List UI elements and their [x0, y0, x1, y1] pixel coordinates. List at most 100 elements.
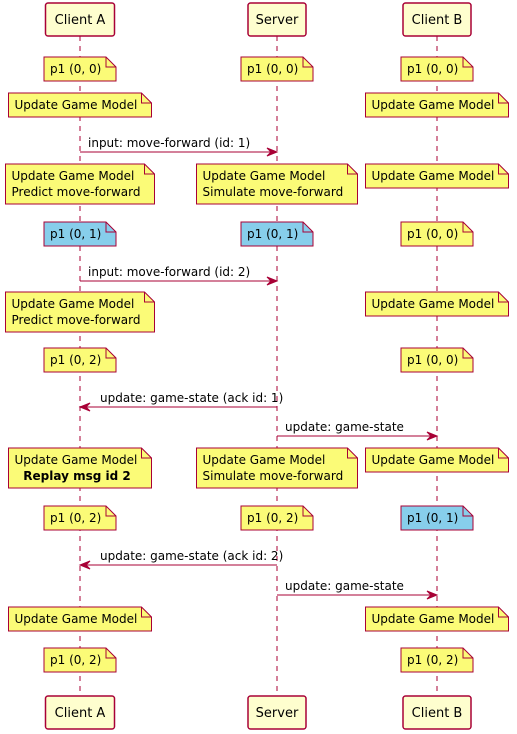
note-b: Update Game Model [365, 163, 509, 189]
note-line: p1 (0, 1) [50, 227, 101, 241]
participant-box [44, 695, 116, 730]
note-line: p1 (0, 0) [407, 62, 458, 76]
message-arrowhead [266, 276, 279, 286]
message-a-to-s: input: move-forward (id: 1) [80, 136, 279, 157]
note-a: p1 (0, 2) [43, 347, 117, 373]
message-label: update: game-state (ack id: 1) [100, 391, 283, 405]
note-line: p1 (0, 2) [247, 511, 298, 525]
note-line: p1 (0, 0) [407, 353, 458, 367]
note-fold [498, 164, 509, 175]
note-line: Predict move-forward [12, 185, 141, 199]
message-arrowhead [78, 402, 91, 412]
note-line: p1 (0, 0) [50, 62, 101, 76]
note-body [400, 647, 474, 673]
participant-box [44, 2, 116, 37]
note-fold [105, 222, 116, 233]
participant-b-bottom: Client B [402, 695, 472, 730]
participant-box [402, 2, 472, 37]
note-b: Update Game Model [365, 92, 509, 118]
note-line: Simulate move-forward [203, 185, 344, 199]
participant-box [247, 695, 307, 730]
note-fold [105, 57, 116, 68]
note-line: Update Game Model [15, 98, 138, 112]
note-fold [141, 448, 152, 459]
participant-label: Client B [412, 13, 463, 28]
note-body [43, 347, 117, 373]
message-s-to-a: update: game-state (ack id: 1) [78, 391, 283, 412]
message-s-to-a: update: game-state (ack id: 2) [78, 549, 283, 570]
note-body [43, 56, 117, 82]
note-body [365, 163, 509, 189]
note-fold [105, 348, 116, 359]
note-body [5, 291, 155, 333]
participant-a-top: Client A [44, 2, 116, 37]
note-fold [105, 506, 116, 517]
note-line: p1 (0, 1) [407, 511, 458, 525]
note-line: Update Game Model [15, 612, 138, 626]
note-body [8, 447, 152, 489]
note-body [5, 163, 155, 205]
note-line: Update Game Model [15, 453, 138, 467]
note-line: p1 (0, 0) [407, 227, 458, 241]
note-fold [498, 607, 509, 618]
note-body [240, 56, 314, 82]
note-line: Update Game Model [203, 453, 326, 467]
message-a-to-s: input: move-forward (id: 2) [80, 265, 279, 286]
note-fold [302, 57, 313, 68]
message-s-to-b: update: game-state [277, 420, 439, 441]
note-fold [498, 93, 509, 104]
note-b: p1 (0, 1) [400, 505, 474, 531]
note-b: Update Game Model [365, 606, 509, 632]
note-line: Replay msg id 2 [23, 469, 130, 483]
note-line: Simulate move-forward [203, 469, 344, 483]
note-line: p1 (0, 2) [50, 353, 101, 367]
participant-b-top: Client B [402, 2, 472, 37]
note-b: p1 (0, 0) [400, 221, 474, 247]
note-line: p1 (0, 2) [50, 511, 101, 525]
note-a: Update Game Model [8, 92, 152, 118]
note-body [365, 92, 509, 118]
note-a: p1 (0, 1) [43, 221, 117, 247]
note-line: Update Game Model [203, 169, 326, 183]
note-body [240, 221, 314, 247]
participant-label: Server [256, 706, 299, 721]
note-line: Update Game Model [372, 453, 495, 467]
note-line: Update Game Model [12, 169, 135, 183]
note-line: Predict move-forward [12, 313, 141, 327]
lifelines [79, 36, 438, 696]
note-line: Update Game Model [372, 98, 495, 112]
note-body [365, 447, 509, 473]
note-a: p1 (0, 0) [43, 56, 117, 82]
note-body [43, 505, 117, 531]
note-fold [347, 448, 358, 459]
message-label: input: move-forward (id: 2) [88, 265, 250, 279]
message-arrowhead [426, 431, 439, 441]
participant-s-top: Server [247, 2, 307, 37]
participant-box [402, 695, 472, 730]
note-body [365, 606, 509, 632]
note-b: p1 (0, 2) [400, 647, 474, 673]
note-s: p1 (0, 2) [240, 505, 314, 531]
notes: p1 (0, 0) p1 (0, 0) p1 (0, 0) Update Game M… [5, 56, 509, 673]
participants-top: Client A Server Client B [44, 2, 472, 37]
message-label: input: move-forward (id: 1) [88, 136, 250, 150]
note-body [400, 347, 474, 373]
note-fold [462, 57, 473, 68]
note-fold [302, 506, 313, 517]
note-line: Update Game Model [372, 169, 495, 183]
message-label: update: game-state (ack id: 2) [100, 549, 283, 563]
participant-box [247, 2, 307, 37]
note-body [196, 447, 358, 489]
participant-s-bottom: Server [247, 695, 307, 730]
note-fold [144, 292, 155, 303]
note-fold [462, 222, 473, 233]
note-a: Update Game Model [8, 606, 152, 632]
note-fold [498, 292, 509, 303]
note-body [240, 505, 314, 531]
